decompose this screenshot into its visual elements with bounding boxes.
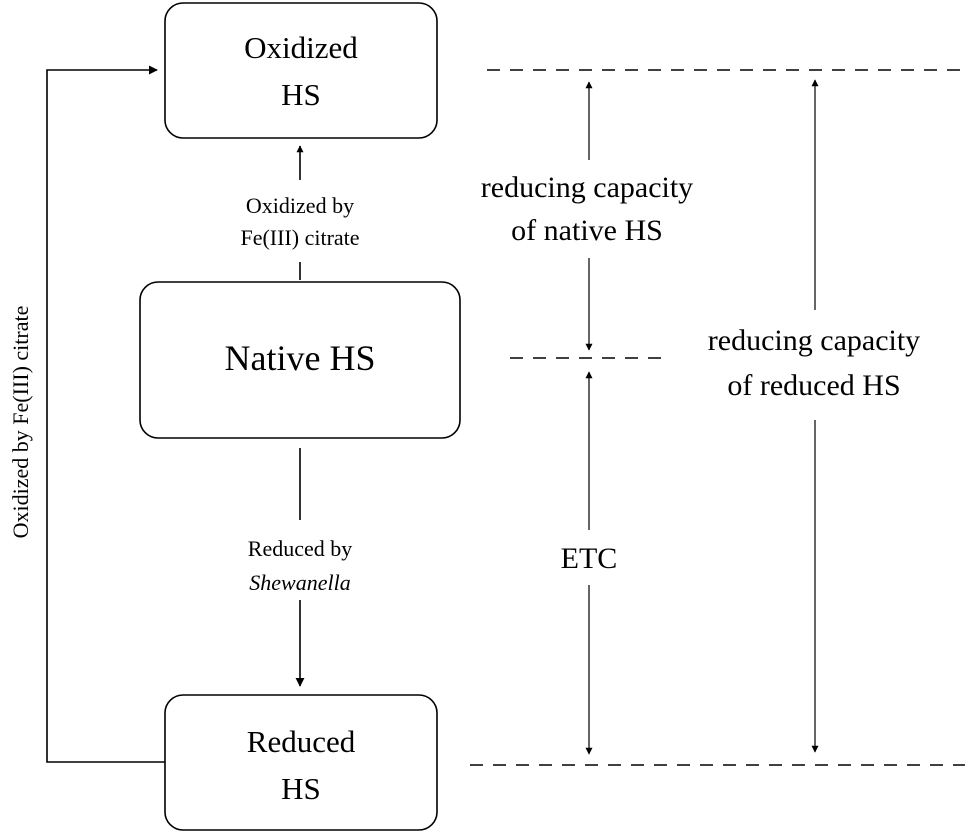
native-to-reduced-label-line2: Shewanella (249, 570, 350, 595)
native-to-oxidized-label-line1: Oxidized by (246, 193, 354, 218)
reduced-to-oxidized-label: Oxidized by Fe(III) citrate (8, 306, 33, 539)
native-hs-box: Native HS (139, 281, 461, 439)
reduced-hs-label-line2: HS (281, 771, 321, 806)
native-capacity-label-line2: of native HS (511, 214, 663, 247)
native-capacity-label-line1: reducing capacity (481, 171, 693, 204)
native-hs-label: Native HS (225, 338, 376, 378)
native-to-oxidized-arrow: Oxidized by Fe(III) citrate (240, 145, 360, 280)
reduced-to-oxidized-arrow: Oxidized by Fe(III) citrate (8, 65, 165, 763)
oxidized-hs-label-line2: HS (281, 77, 321, 112)
reduced-hs-label-line1: Reduced (247, 724, 356, 759)
etc-measure: ETC (561, 371, 618, 755)
reduced-hs-box: Reduced HS (164, 694, 438, 831)
reduced-capacity-label-line1: reducing capacity (708, 324, 920, 357)
oxidized-hs-box: Oxidized HS (164, 2, 438, 139)
oxidized-hs-label-line1: Oxidized (244, 30, 358, 65)
native-to-reduced-arrow: Reduced by Shewanella (248, 448, 352, 687)
native-to-oxidized-label-line2: Fe(III) citrate (240, 225, 359, 250)
reduced-capacity-label-line2: of reduced HS (727, 369, 900, 402)
native-capacity-measure: reducing capacity of native HS (481, 81, 693, 351)
native-to-reduced-label-line1: Reduced by (248, 536, 352, 561)
reduced-capacity-measure: reducing capacity of reduced HS (708, 79, 920, 753)
etc-label: ETC (561, 542, 618, 575)
